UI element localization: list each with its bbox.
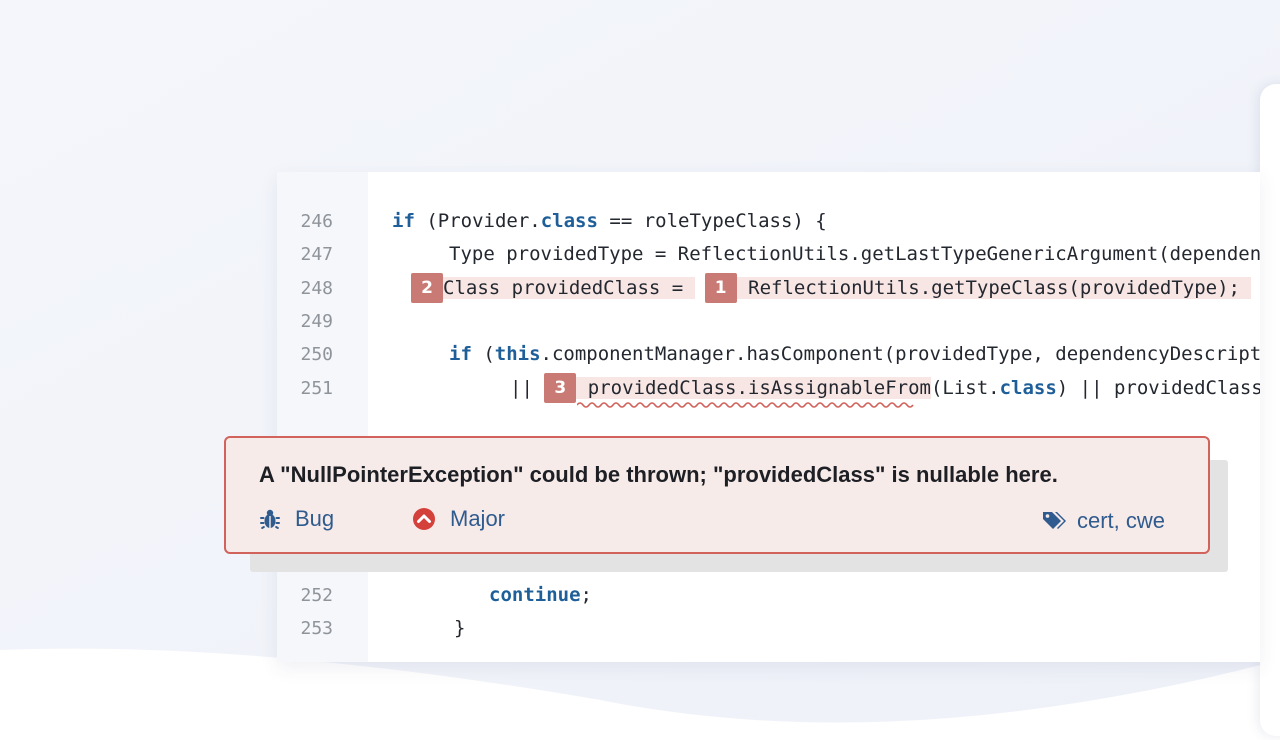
highlighted-code: ReflectionUtils.getTypeClass(providedTyp… (736, 277, 1252, 299)
tag-icon (1043, 512, 1066, 529)
code-text: ) || providedClass. (1056, 377, 1260, 399)
issue-message: A "NullPointerException" could be thrown… (259, 462, 1058, 487)
highlighted-code: providedClass.isAssignableFrom (576, 377, 931, 399)
highlighted-code-text: providedClass.isAssignableFrom (587, 377, 931, 399)
keyword: class (540, 210, 598, 232)
line-number: 251 (300, 378, 333, 399)
flow-marker-2[interactable]: 2 (411, 273, 443, 303)
line-number: 250 (300, 344, 333, 365)
code-text: .componentManager.hasComponent(providedT… (540, 343, 1260, 365)
flow-marker-3[interactable]: 3 (544, 373, 577, 403)
side-panel (1260, 84, 1280, 736)
issue-tags-label: cert, cwe (1077, 508, 1166, 533)
code-text: ( (471, 343, 495, 365)
highlighted-code-text: ReflectionUtils.getTypeClass(providedTyp… (748, 277, 1241, 299)
code-text: == roleTypeClass) { (597, 210, 827, 232)
code-line-250: if (this.componentManager.hasComponent(p… (449, 338, 1260, 371)
line-number: 247 (300, 244, 333, 265)
keyword: if (392, 210, 415, 232)
issue-popup[interactable]: A "NullPointerException" could be thrown… (224, 436, 1210, 554)
line-number-gutter: 246 247 248 249 250 251 252 253 (277, 172, 368, 662)
major-severity-icon (413, 508, 435, 530)
line-number: 253 (300, 618, 333, 639)
code-text: || (510, 377, 545, 399)
flow-marker-1[interactable]: 1 (704, 273, 737, 303)
keyword: class (999, 377, 1057, 399)
line-number: 249 (300, 311, 333, 332)
code-viewer: 246 247 248 249 250 251 252 253 if (Prov… (277, 172, 1260, 662)
bug-icon (260, 509, 280, 529)
code-line-247: Type providedType = ReflectionUtils.getL… (449, 243, 1260, 265)
code-line-251: || 3 providedClass.isAssignableFrom(List… (510, 372, 1260, 405)
line-number: 248 (300, 278, 333, 299)
issue-severity-label: Major (450, 506, 506, 531)
issue-severity[interactable]: Major (412, 506, 505, 532)
code-text: (List. (930, 377, 1000, 399)
error-squiggle (577, 402, 914, 408)
issue-tags[interactable]: cert, cwe (1041, 508, 1165, 534)
highlighted-code: Class providedClass = (443, 277, 695, 299)
code-line-246: if (Provider.class == roleTypeClass) { (392, 205, 827, 238)
keyword: continue (489, 584, 581, 606)
issue-type[interactable]: Bug (259, 506, 334, 532)
code-line-252: continue; (489, 579, 592, 612)
code-text: ; (580, 584, 592, 606)
code-line-253: } (454, 617, 466, 639)
keyword: this (494, 343, 541, 365)
keyword: if (449, 343, 472, 365)
line-number: 252 (300, 585, 333, 606)
issue-type-label: Bug (295, 506, 335, 531)
code-text: (Provider. (414, 210, 541, 232)
line-number: 246 (300, 211, 333, 232)
